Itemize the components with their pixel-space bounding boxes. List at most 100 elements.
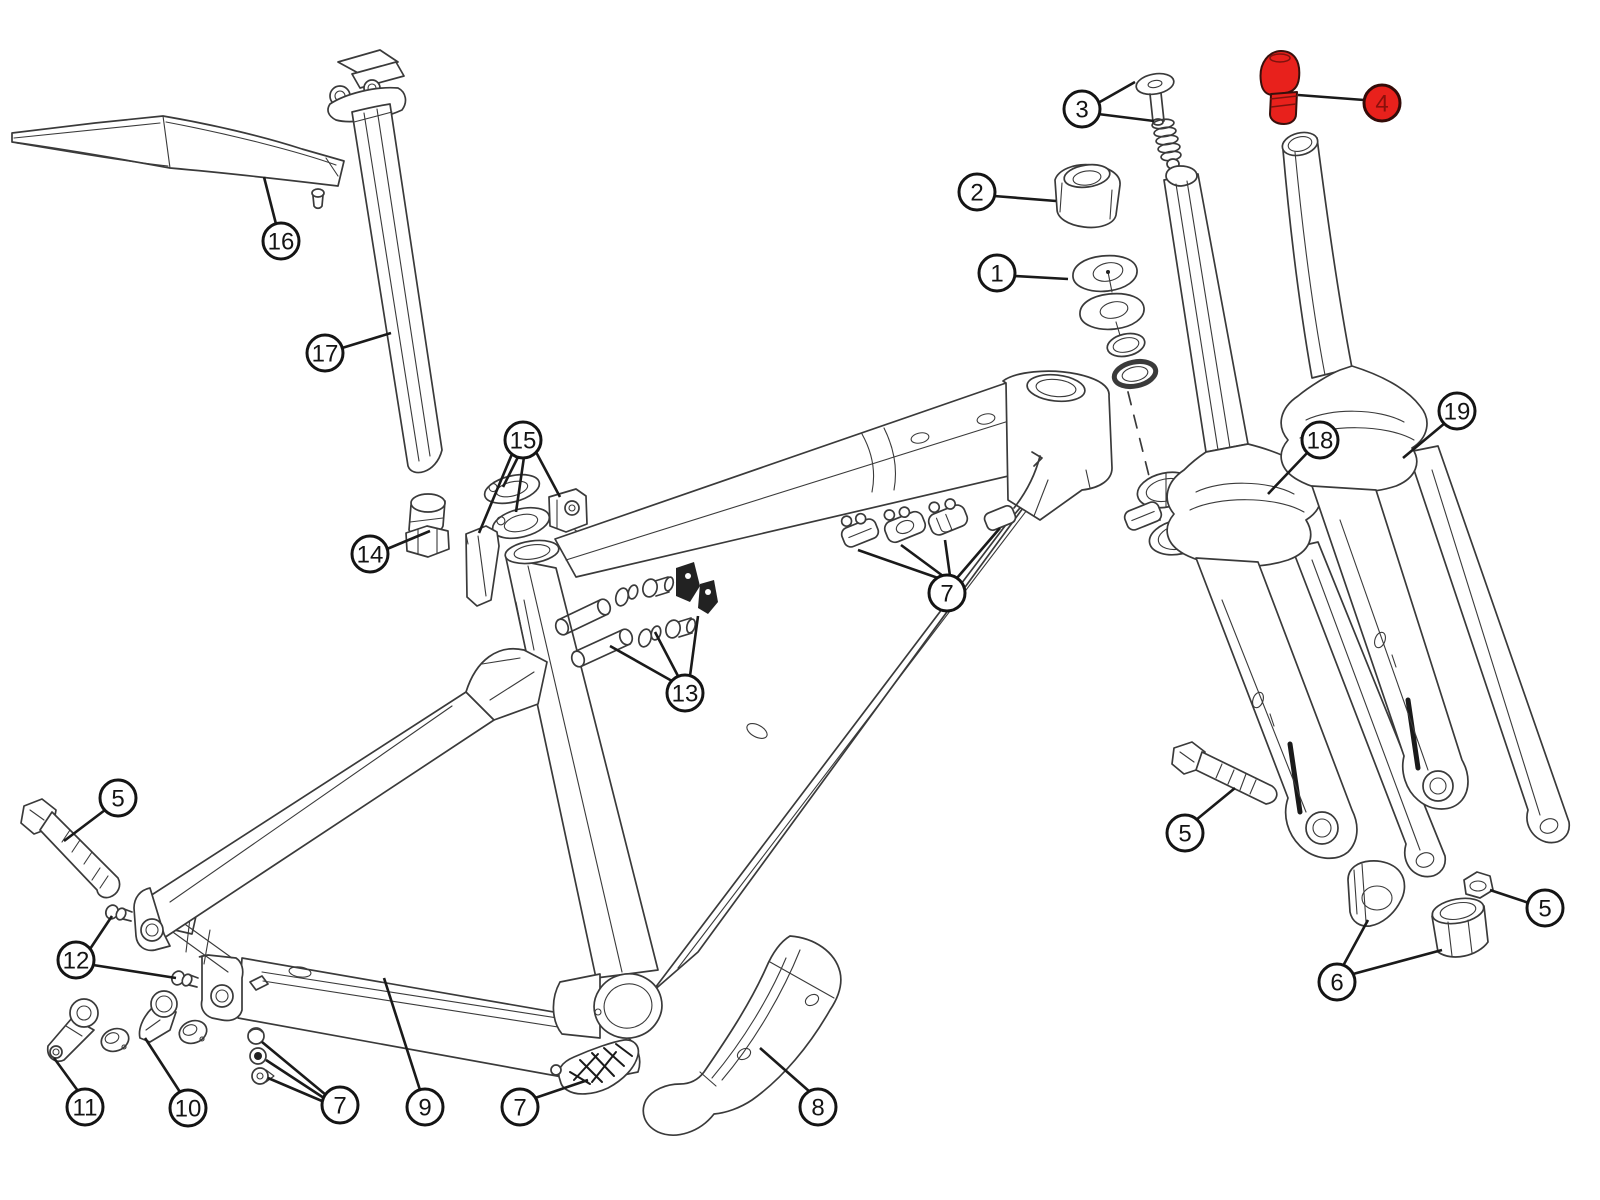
- callout-7c[interactable]: 7: [500, 1078, 589, 1127]
- callout-circle-13[interactable]: [665, 673, 705, 713]
- callout-circle-7c[interactable]: [500, 1087, 540, 1127]
- callout-10[interactable]: 10: [143, 1037, 208, 1128]
- callout-circle-8[interactable]: [798, 1087, 838, 1127]
- callout-circle-5a[interactable]: [98, 778, 138, 818]
- callout-number-12: 12: [63, 948, 90, 975]
- callout-number-13: 13: [672, 681, 699, 708]
- callout-circle-18[interactable]: [1300, 420, 1340, 460]
- callout-14[interactable]: 14: [350, 529, 431, 574]
- leader-line: [386, 529, 431, 551]
- callout-circle-16[interactable]: [261, 221, 301, 261]
- leader-line: [943, 539, 952, 577]
- callout-circle-12[interactable]: [56, 940, 96, 980]
- callout-number-2: 2: [970, 180, 983, 207]
- callout-number-7a: 7: [940, 581, 953, 608]
- callout-2[interactable]: 2: [957, 172, 1057, 212]
- callout-number-1: 1: [990, 261, 1003, 288]
- callout-18[interactable]: 18: [1267, 420, 1340, 495]
- frame-grommets-drawing: [247, 1027, 275, 1085]
- callout-circle-6[interactable]: [1317, 962, 1357, 1002]
- leader-line: [1341, 919, 1370, 967]
- callout-circle-19[interactable]: [1437, 391, 1477, 431]
- callout-circle-3[interactable]: [1062, 89, 1102, 129]
- callout-number-3: 3: [1075, 97, 1088, 124]
- callout-number-18: 18: [1307, 428, 1334, 455]
- callout-1[interactable]: 1: [977, 253, 1069, 293]
- callout-circle-7b[interactable]: [320, 1085, 360, 1125]
- leader-line: [1297, 93, 1365, 102]
- callout-19[interactable]: 19: [1402, 391, 1477, 459]
- callout-8[interactable]: 8: [759, 1047, 838, 1127]
- callout-circle-2[interactable]: [957, 172, 997, 212]
- leader-line: [857, 548, 939, 580]
- callout-number-14: 14: [357, 542, 384, 569]
- expander-plug-highlighted-drawing: [1259, 50, 1301, 125]
- pivot-bolts-drawing: [104, 904, 199, 988]
- callout-7b[interactable]: 7: [261, 1040, 360, 1125]
- callout-number-5b: 5: [1178, 821, 1191, 848]
- leader-line: [759, 1047, 811, 1093]
- leader-line: [92, 963, 177, 980]
- leader-line: [1402, 422, 1446, 459]
- callout-number-5c: 5: [1538, 896, 1551, 923]
- callout-7a[interactable]: 7: [857, 527, 1001, 613]
- callout-circle-15[interactable]: [503, 420, 543, 460]
- callout-circle-5b[interactable]: [1165, 813, 1205, 853]
- callout-number-8: 8: [811, 1095, 824, 1122]
- callout-15[interactable]: 15: [477, 420, 562, 534]
- callout-circle-1[interactable]: [977, 253, 1017, 293]
- callout-circle-4[interactable]: [1362, 83, 1402, 123]
- callout-number-4: 4: [1375, 91, 1388, 118]
- callout-circle-17[interactable]: [305, 333, 345, 373]
- saddle-drawing: [11, 115, 345, 187]
- callout-circle-9[interactable]: [405, 1087, 445, 1127]
- callout-number-5a: 5: [111, 786, 124, 813]
- callout-circle-10[interactable]: [168, 1088, 208, 1128]
- headset-spring-drawing: [1151, 118, 1182, 170]
- callout-6[interactable]: 6: [1317, 919, 1443, 1002]
- leader-line: [477, 453, 514, 534]
- headset-cone-drawing: [1054, 163, 1121, 229]
- callout-number-10: 10: [175, 1096, 202, 1123]
- callout-circle-5c[interactable]: [1525, 888, 1565, 928]
- callout-number-11: 11: [73, 1095, 98, 1122]
- callout-number-19: 19: [1444, 399, 1471, 426]
- leader-line: [265, 1058, 328, 1102]
- leader-line: [1195, 786, 1236, 822]
- callout-3[interactable]: 3: [1062, 80, 1155, 129]
- downtube-guard-drawing: [642, 935, 842, 1136]
- callout-12[interactable]: 12: [56, 915, 177, 980]
- callout-4-highlighted[interactable]: 4: [1297, 83, 1402, 123]
- headset-screw-drawing: [1135, 72, 1182, 170]
- leader-line: [501, 456, 520, 488]
- leader-line: [1097, 80, 1136, 105]
- leader-line: [688, 615, 700, 677]
- saddle-screw-drawing: [311, 188, 325, 210]
- thru-axle-right-drawing: [1171, 741, 1278, 805]
- callout-5b[interactable]: 5: [1165, 786, 1236, 853]
- leader-line: [534, 451, 562, 498]
- fork-18-drawing: [1163, 165, 1447, 878]
- seatstay-drawing: [133, 648, 548, 952]
- leader-line: [63, 808, 106, 843]
- callout-5c[interactable]: 5: [1489, 888, 1565, 928]
- leader-line: [341, 331, 392, 350]
- axle-nut-drawing: [1463, 871, 1494, 899]
- callout-9[interactable]: 9: [382, 977, 445, 1127]
- callout-circle-7a[interactable]: [927, 573, 967, 613]
- callout-circle-11[interactable]: [65, 1087, 105, 1127]
- callout-5a[interactable]: 5: [63, 778, 138, 843]
- callout-16[interactable]: 16: [261, 176, 301, 261]
- callout-17[interactable]: 17: [305, 331, 392, 373]
- callout-13[interactable]: 13: [609, 615, 705, 713]
- bb-cable-guide-drawing: [550, 1039, 640, 1095]
- callout-number-6: 6: [1330, 970, 1343, 997]
- leader-line: [52, 1057, 80, 1092]
- seat-clamp-covers-drawing: [465, 473, 591, 607]
- callout-circle-14[interactable]: [350, 534, 390, 574]
- leader-line: [262, 176, 278, 225]
- callout-11[interactable]: 11: [52, 1057, 105, 1127]
- leader-line: [1489, 888, 1530, 905]
